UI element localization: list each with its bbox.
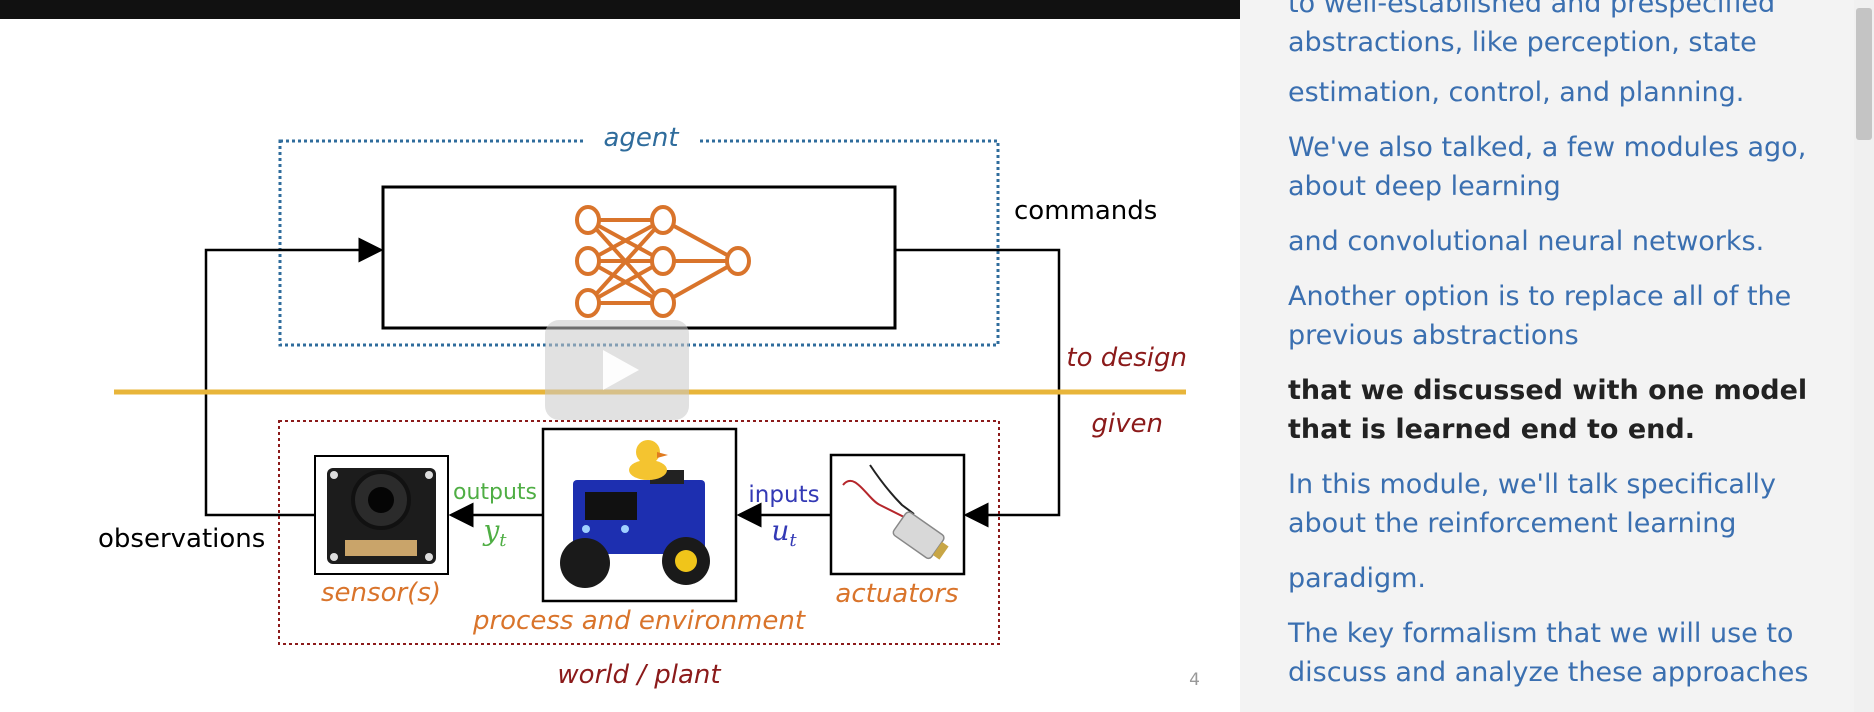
y-t-symbol: yt [481, 514, 507, 551]
transcript-scrollbar[interactable] [1854, 0, 1874, 712]
u-t-symbol: ut [771, 514, 797, 551]
transcript-cue[interactable]: paradigm. [1288, 563, 1426, 594]
to-design-label: to design [1066, 343, 1187, 373]
page-number: 4 [1189, 670, 1200, 690]
motor-icon [842, 464, 949, 560]
scrollbar-thumb[interactable] [1856, 8, 1872, 140]
video-top-bar [0, 0, 1240, 19]
transcript-cue[interactable]: and convolutional neural networks. [1288, 226, 1765, 257]
outputs-label: outputs [453, 480, 537, 505]
agent-label: agent [603, 123, 679, 153]
agent-box [278, 139, 1000, 347]
world-label: world / plant [557, 660, 721, 690]
process-label: process and environment [472, 606, 806, 636]
actuators-label: actuators [835, 579, 958, 609]
neural-network-icon [575, 205, 751, 318]
commands-label: commands [1014, 196, 1157, 226]
neural-network-box [381, 185, 897, 330]
transcript-cue[interactable]: In this module, we'll talk specifically … [1288, 469, 1776, 539]
slide: agent commands observations to design gi… [98, 123, 1200, 690]
transcript-cue[interactable]: to well-established and prespecified abs… [1288, 0, 1776, 58]
commands-arrow [895, 248, 1061, 528]
inputs-label: inputs [748, 482, 819, 508]
transcript-cue-active[interactable]: that we discussed with one model that is… [1288, 375, 1808, 445]
transcript-cue[interactable]: Another option is to replace all of the … [1288, 281, 1792, 351]
transcript-cue[interactable]: The key formalism that we will use to di… [1288, 618, 1809, 688]
sensor-label: sensor(s) [321, 578, 441, 608]
observations-arrow [204, 237, 384, 517]
play-button[interactable] [545, 320, 689, 420]
given-label: given [1091, 409, 1163, 439]
duckiebot-icon [560, 440, 710, 588]
transcript-panel: to well-established and prespecified abs… [1240, 0, 1854, 712]
camera-icon [327, 468, 436, 564]
transcript-cue[interactable]: We've also talked, a few modules ago, ab… [1288, 132, 1807, 202]
video-player[interactable]: agent commands observations to design gi… [0, 0, 1240, 712]
transcript-cue[interactable]: estimation, control, and planning. [1288, 77, 1745, 108]
world-box [278, 420, 1000, 645]
observations-label: observations [98, 524, 265, 554]
